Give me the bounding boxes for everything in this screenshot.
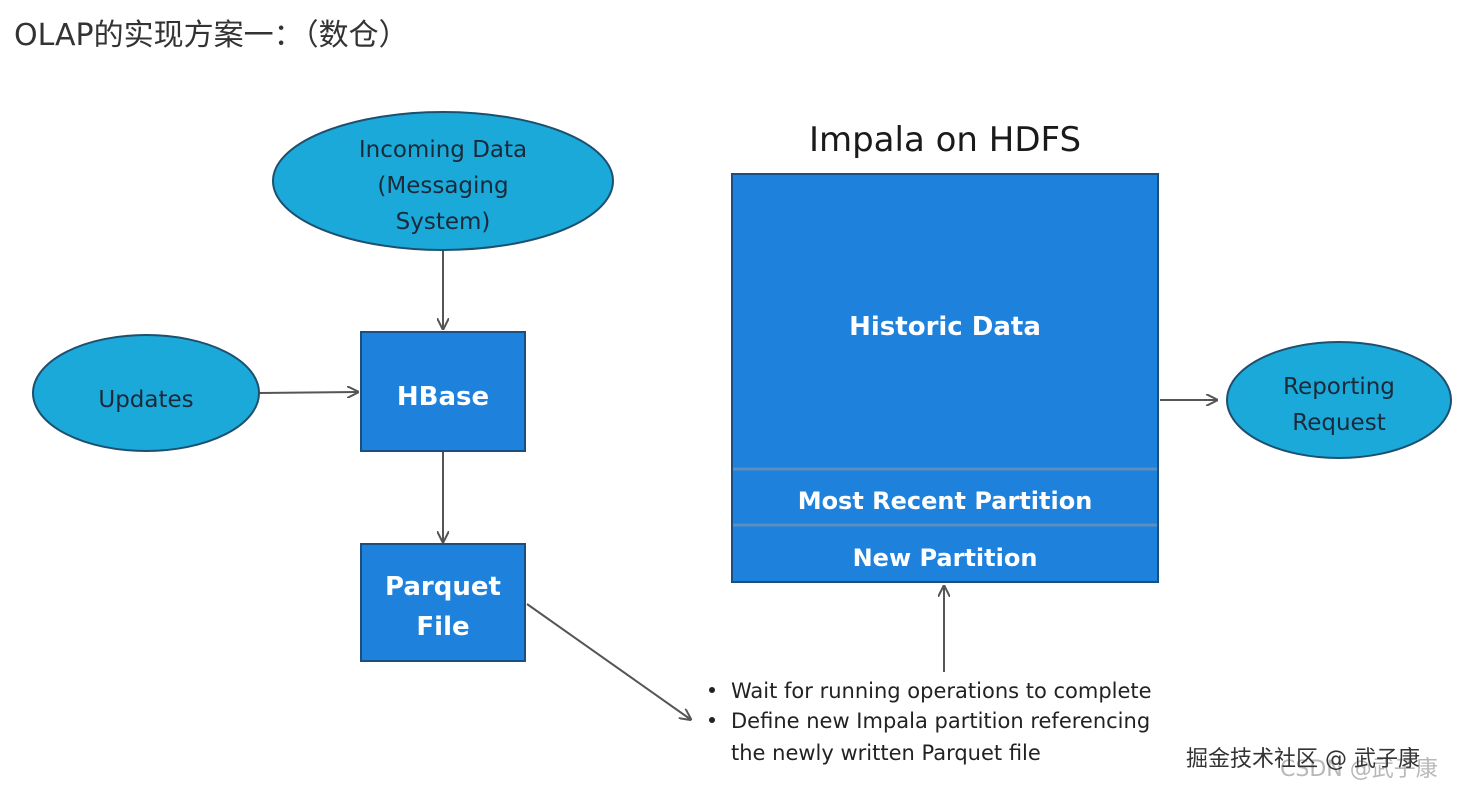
note-bullet-2 xyxy=(709,717,715,723)
updates-label: Updates xyxy=(98,387,193,413)
note-line-3: the newly written Parquet file xyxy=(731,741,1041,765)
note-bullet-1 xyxy=(709,687,715,693)
reporting-request-label-line2: Request xyxy=(1292,410,1385,436)
reporting-request-label-line1: Reporting xyxy=(1283,374,1395,400)
watermark-faint: CSDN @武子康 xyxy=(1280,757,1438,782)
note-line-1: Wait for running operations to complete xyxy=(731,679,1152,703)
updates-ellipse xyxy=(32,334,260,452)
arrow-updates-to-hbase xyxy=(258,392,357,393)
parquet-file-box xyxy=(360,543,526,662)
watermark-text: 掘金技术社区 @ 武子康 xyxy=(1186,747,1420,772)
incoming-data-label-line2: (Messaging xyxy=(377,173,508,199)
parquet-file-label-line1: Parquet xyxy=(385,572,501,602)
note-line-2: Define new Impala partition referencing xyxy=(731,709,1150,733)
impala-hdfs-container xyxy=(731,173,1159,583)
arrow-parquet-to-notes xyxy=(526,603,690,719)
hbase-box xyxy=(360,331,526,452)
incoming-data-label-line1: Incoming Data xyxy=(359,137,527,163)
page-heading: OLAP的实现方案一：（数仓） xyxy=(14,18,409,53)
hbase-label: HBase xyxy=(397,382,489,412)
incoming-data-ellipse xyxy=(272,111,614,251)
historic-data-label: Historic Data xyxy=(849,312,1041,342)
parquet-file-label-line2: File xyxy=(416,612,469,642)
incoming-data-label-line3: System) xyxy=(396,209,491,235)
new-partition-label: New Partition xyxy=(853,544,1038,572)
impala-on-hdfs-title: Impala on HDFS xyxy=(809,120,1081,160)
most-recent-partition-label: Most Recent Partition xyxy=(798,487,1093,515)
reporting-request-ellipse xyxy=(1226,341,1452,459)
